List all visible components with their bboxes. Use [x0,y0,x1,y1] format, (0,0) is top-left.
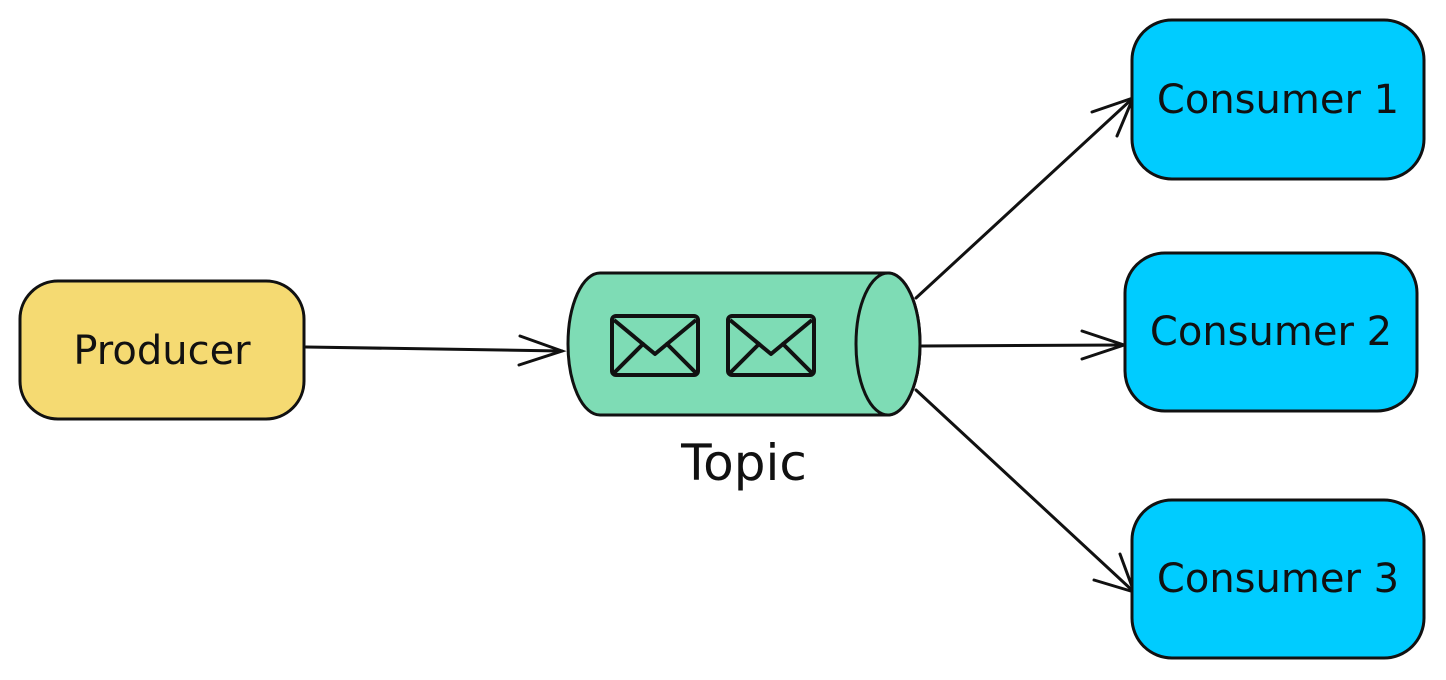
consumer-box [1130,18,1426,181]
consumer-box [1123,251,1419,413]
edge-topic-consumer-1 [914,95,1136,300]
edge-producer-topic [304,334,567,367]
edge-topic-consumer-3 [914,388,1137,595]
topic-cylinder-end [854,271,922,417]
topic-node: Topic [566,271,922,492]
consumer-label: Consumer 1 [1157,77,1399,123]
producer-node: Producer [18,279,306,421]
consumer-node-3: Consumer 3 [1130,498,1426,660]
consumer-node-1: Consumer 1 [1130,18,1426,181]
consumer-box [1130,498,1426,660]
envelope-icon [726,314,816,377]
consumer-label: Consumer 2 [1150,309,1392,355]
producer-box [18,279,306,421]
edge-topic-consumer-2 [920,329,1129,361]
producer-label: Producer [73,328,251,374]
consumer-node-2: Consumer 2 [1123,251,1419,413]
topic-label: Topic [680,434,807,492]
consumer-label: Consumer 3 [1157,556,1399,602]
envelope-icon [610,314,700,377]
